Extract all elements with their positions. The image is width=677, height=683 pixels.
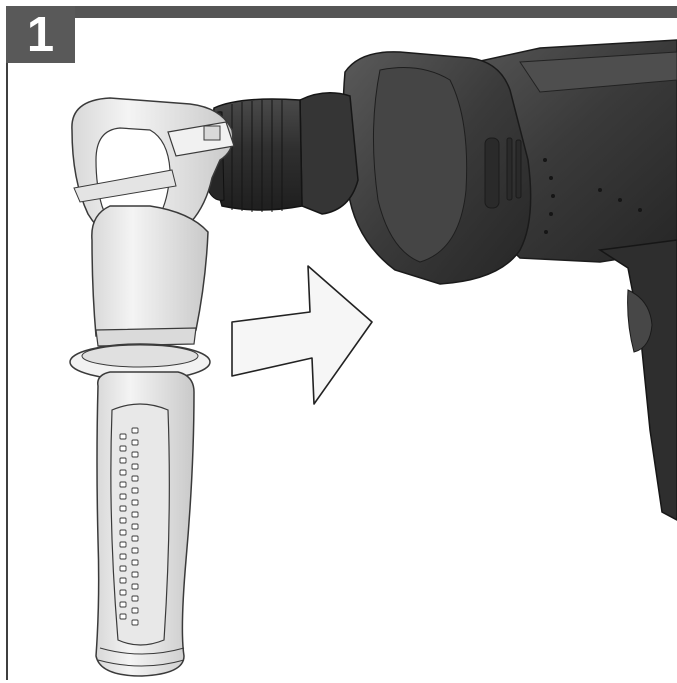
arrow-right-icon bbox=[231, 265, 373, 405]
power-drill-icon bbox=[205, 39, 677, 521]
frame-top-border bbox=[6, 6, 677, 18]
frame-left-border bbox=[6, 18, 8, 680]
step-badge: 1 bbox=[6, 6, 75, 63]
step-number: 1 bbox=[26, 7, 55, 62]
auxiliary-handle-icon bbox=[69, 97, 235, 677]
